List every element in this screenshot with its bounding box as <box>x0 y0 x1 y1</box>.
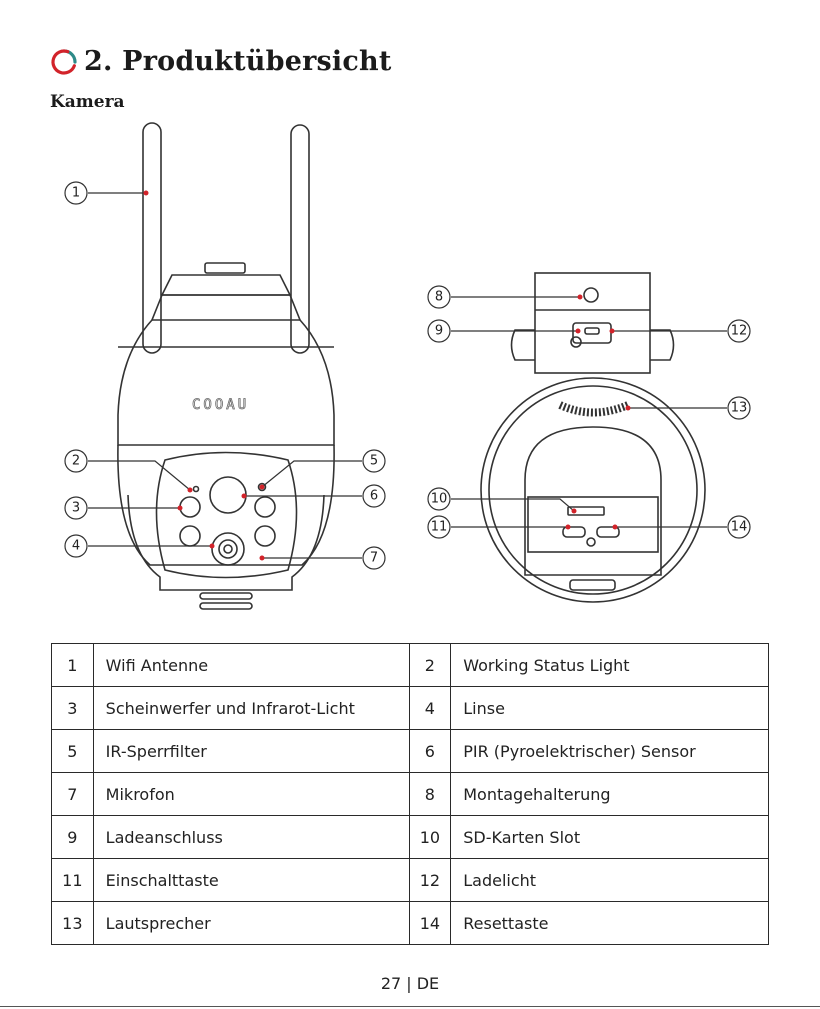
part-number: 1 <box>51 643 94 687</box>
part-label: Lautsprecher <box>92 901 410 945</box>
antenna-right <box>290 124 310 354</box>
callout-13: 13 <box>731 401 748 416</box>
part-label: Ladelicht <box>450 858 769 902</box>
callout-8: 8 <box>435 290 443 305</box>
callout-10: 10 <box>431 492 448 507</box>
callout-markers <box>64 181 751 570</box>
part-number: 3 <box>51 686 94 730</box>
bottom-divider <box>0 1006 820 1007</box>
section-heading: 2. Produktübersicht <box>50 46 392 77</box>
page-subtitle: Kamera <box>50 92 125 112</box>
camera-back-view <box>480 272 706 603</box>
part-number: 9 <box>51 815 94 859</box>
part-label: Mikrofon <box>92 772 410 816</box>
part-label: Linse <box>450 686 769 730</box>
callout-11: 11 <box>431 520 448 535</box>
callout-6: 6 <box>370 489 378 504</box>
part-label: Montagehalterung <box>450 772 769 816</box>
callout-lines <box>88 192 727 559</box>
part-number: 12 <box>408 858 452 902</box>
part-number: 13 <box>51 901 94 945</box>
part-number: 14 <box>408 901 452 945</box>
part-number: 5 <box>51 729 94 773</box>
callout-2: 2 <box>72 454 80 469</box>
camera-front-view <box>117 122 335 610</box>
callout-14: 14 <box>731 520 748 535</box>
part-label: IR-Sperrfilter <box>92 729 410 773</box>
part-number: 8 <box>408 772 452 816</box>
callout-12: 12 <box>731 324 748 339</box>
part-number: 10 <box>408 815 452 859</box>
antenna-left <box>142 122 162 354</box>
part-label: Einschalttaste <box>92 858 410 902</box>
part-number: 7 <box>51 772 94 816</box>
callout-1: 1 <box>72 186 80 201</box>
part-label: Wifi Antenne <box>92 643 410 687</box>
part-label: Resettaste <box>450 901 769 945</box>
part-label: Working Status Light <box>450 643 769 687</box>
callout-dots <box>143 190 631 561</box>
page-number: 27 | DE <box>380 974 440 993</box>
callout-3: 3 <box>72 501 80 516</box>
brand-mark: COOAU <box>192 397 249 413</box>
part-number: 6 <box>408 729 452 773</box>
logo-ring-icon <box>51 48 77 75</box>
callout-4: 4 <box>72 539 80 554</box>
part-label: Scheinwerfer und Infrarot-Licht <box>92 686 410 730</box>
callout-5: 5 <box>370 454 378 469</box>
callout-9: 9 <box>435 324 443 339</box>
page-title: 2. Produktübersicht <box>84 46 392 77</box>
part-label: PIR (Pyroelektrischer) Sensor <box>450 729 769 773</box>
part-label: SD-Karten Slot <box>450 815 769 859</box>
part-number: 4 <box>408 686 452 730</box>
part-number: 2 <box>408 643 452 687</box>
part-number: 11 <box>51 858 94 902</box>
part-label: Ladeanschluss <box>92 815 410 859</box>
camera-diagram: COOAU <box>64 122 751 610</box>
callout-7: 7 <box>370 551 378 566</box>
